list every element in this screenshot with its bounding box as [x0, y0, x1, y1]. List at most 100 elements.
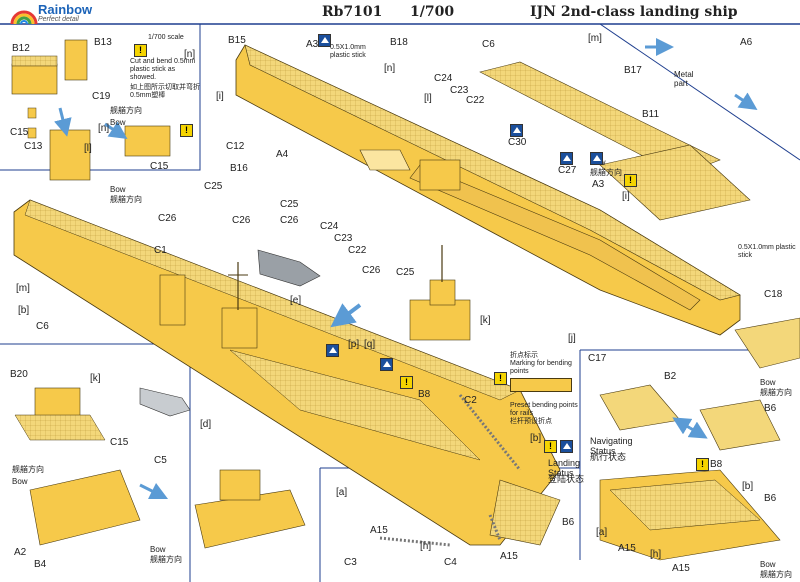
part-label: [m] — [588, 33, 602, 44]
part-label: [i] — [216, 91, 224, 102]
part-label: C26 — [158, 213, 177, 224]
plastic-stick-note: 0.5X1.0mm plastic stick — [330, 44, 366, 60]
part-label: C18 — [764, 289, 783, 300]
navigating-status-cn: 航行状态 — [590, 452, 627, 462]
part-label: C27 — [558, 165, 577, 176]
part-label: B8 — [710, 459, 723, 470]
bow-direction-en: Bow — [110, 118, 126, 127]
scale: 1/700 — [410, 4, 455, 20]
part-label: C3 — [344, 557, 357, 568]
plastic-stick-note-2: 0.5X1.0mm plastic stick — [738, 244, 796, 260]
part-label: C13 — [24, 141, 43, 152]
part-label: C26 — [280, 215, 299, 226]
scale-note: 1/700 scale — [148, 34, 184, 41]
part-label: C12 — [226, 141, 245, 152]
bending-marker-strip — [510, 378, 572, 392]
part-label: C5 — [154, 455, 167, 466]
part-label: B6 — [764, 403, 777, 414]
part-label: B17 — [624, 65, 642, 76]
part-label: [l] — [424, 93, 432, 104]
part-label: C25 — [280, 199, 299, 210]
part-label: C22 — [348, 245, 367, 256]
part-label: B18 — [390, 37, 408, 48]
part-label: C6 — [36, 321, 49, 332]
part-label: C15 — [150, 161, 169, 172]
bow-direction-cn: 舰艏方向 — [590, 168, 622, 177]
bow-direction-en: Bow — [760, 560, 776, 569]
hull-top — [235, 44, 741, 336]
rainbow-logo-icon — [10, 10, 38, 25]
preset-note-en: Preset bending points for rails — [510, 402, 578, 418]
bend-note-en: Cut and bend 0.5mm plastic stick as show… — [130, 58, 196, 82]
part-label: A3 — [306, 39, 319, 50]
part-label: B6 — [562, 517, 575, 528]
metal-part-note: Metal part — [674, 70, 694, 89]
part-label: [a] — [336, 487, 348, 498]
part-label: B15 — [228, 35, 246, 46]
warning-icon: ! — [400, 376, 413, 389]
bow-direction-cn: 舰艏方向 — [760, 570, 792, 579]
part-label: C24 — [434, 73, 453, 84]
part-label: A6 — [740, 37, 753, 48]
part-label: C19 — [92, 91, 111, 102]
brand-subtitle: Perfect detail — [38, 16, 79, 23]
part-label: A2 — [14, 547, 27, 558]
part-label: B6 — [764, 493, 777, 504]
warning-icon: ! — [624, 174, 637, 187]
bow-direction-en: Bow — [760, 378, 776, 387]
part-label: C26 — [232, 215, 251, 226]
part-label: [d] — [200, 419, 212, 430]
part-label: B4 — [34, 559, 47, 570]
bow-direction-cn: 舰艏方向 — [12, 465, 44, 474]
bow-direction-cn: 舰艏方向 — [110, 195, 142, 204]
part-label: [b] — [530, 433, 542, 444]
part-label: B12 — [12, 43, 30, 54]
part-label: C15 — [110, 437, 129, 448]
part-label: C2 — [464, 395, 477, 406]
hull-main — [13, 199, 561, 546]
bow-direction-en: Bow — [150, 545, 166, 554]
landing-status-cn: 登陆状态 — [548, 474, 585, 484]
part-label: A15 — [370, 525, 388, 536]
part-label: B11 — [642, 109, 660, 120]
part-label: C15 — [10, 127, 29, 138]
navigation-icon — [318, 34, 331, 47]
bow-direction-cn: 舰艏方向 — [110, 106, 142, 115]
part-label: C17 — [588, 353, 607, 364]
part-label: B8 — [418, 389, 431, 400]
part-label: [e] — [290, 295, 302, 306]
bow-direction-en: Bow — [12, 477, 28, 486]
bend-note-cn: 如上图所示切取并弯折0.5mm塑棒 — [130, 84, 200, 100]
part-label: [b] — [742, 481, 754, 492]
bow-direction-cn: 舰艏方向 — [760, 388, 792, 397]
part-label: [h] — [650, 549, 662, 560]
part-label: A15 — [500, 551, 518, 562]
warning-icon: ! — [134, 44, 147, 57]
warning-icon: ! — [494, 372, 507, 385]
part-label: B13 — [94, 37, 112, 48]
part-label: B16 — [230, 163, 248, 174]
part-label: [i] — [622, 191, 630, 202]
part-label: [j] — [568, 333, 576, 344]
navigation-icon — [326, 344, 339, 357]
bending-note-cn: 折点标示 — [510, 352, 538, 359]
part-label: C26 — [362, 265, 381, 276]
part-label: C4 — [444, 557, 457, 568]
navigation-icon — [560, 440, 573, 453]
part-label: B2 — [664, 371, 677, 382]
part-label: [h] — [420, 541, 432, 552]
navigation-icon — [510, 124, 523, 137]
part-label: A15 — [672, 563, 690, 574]
bending-note-en: Marking for bending points — [510, 360, 572, 376]
part-label: [n] — [184, 49, 196, 60]
part-label: C23 — [334, 233, 353, 244]
part-label: C22 — [466, 95, 485, 106]
part-label: [p] — [348, 339, 360, 350]
part-label: C25 — [204, 181, 223, 192]
part-label: [b] — [18, 305, 30, 316]
part-label: C6 — [482, 39, 495, 50]
part-label: C24 — [320, 221, 339, 232]
part-label: [n] — [98, 123, 110, 134]
